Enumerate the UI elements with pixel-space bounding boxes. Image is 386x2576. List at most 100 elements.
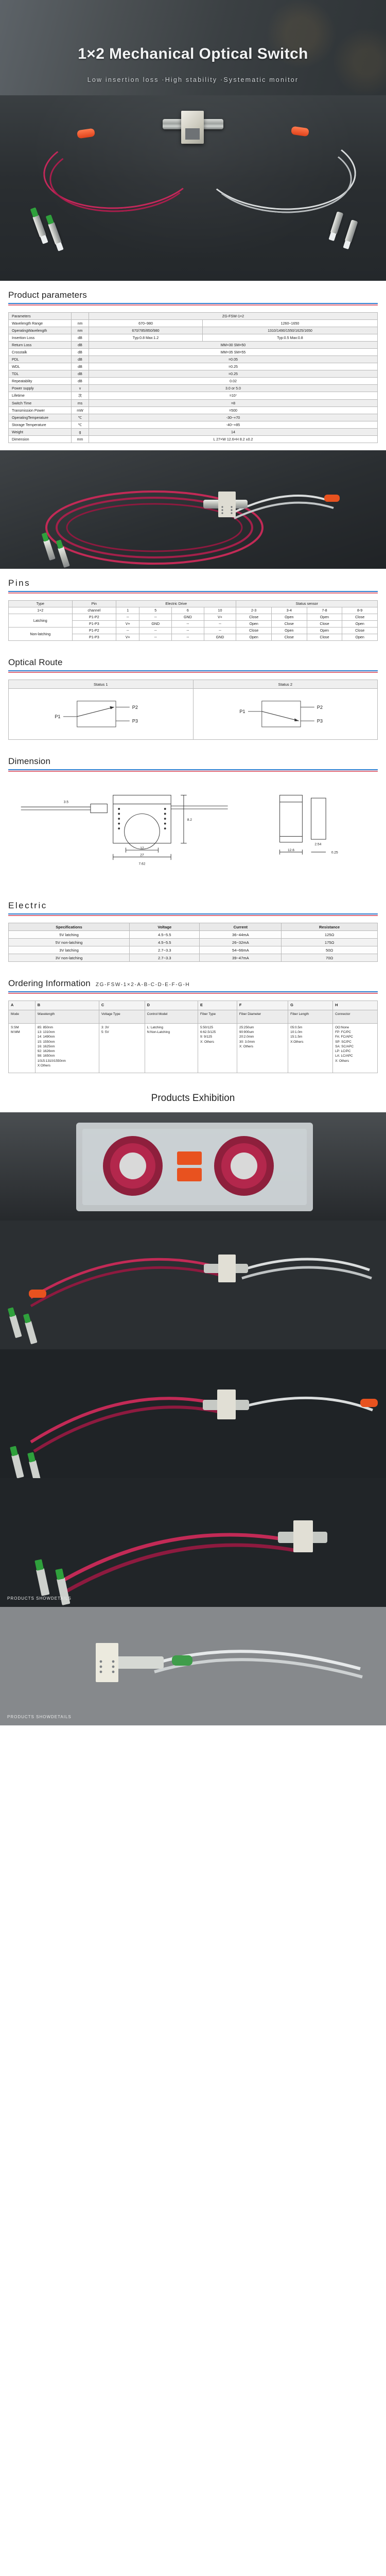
order-option: 1015:1310/1550nm <box>37 1059 66 1063</box>
param-value: -30~+70 <box>89 414 378 421</box>
param-name: Storage Temperature <box>8 421 72 429</box>
table-row: Non-latching P1-P2 -- -- -- -- Close Ope… <box>8 627 378 641</box>
route-diagram-status1: P1 P2 P3 <box>55 701 138 727</box>
pins-drive: -- <box>171 620 204 628</box>
page-title: 1×2 Mechanical Optical Switch <box>78 45 308 62</box>
route-cell-status1: P1 P2 P3 <box>8 688 194 740</box>
dimension-drawing: 27 12 8.2 12.6 0.25 7.62 2.54 3.5 <box>8 778 378 884</box>
table-row: Mode Wavelength Voltage Type Control Mod… <box>8 1009 378 1024</box>
ordering-table: A B C D E F G H Mode Wavelength Voltage … <box>8 1001 378 1073</box>
route-cell-status2: P1 P2 P3 <box>192 688 378 740</box>
section-title-products-exhibition: Products Exhibition <box>0 1081 386 1112</box>
pins-group-type: Latching <box>8 614 73 628</box>
table-header-row: Status 1 Status 2 <box>8 680 378 689</box>
table-row: 3V latching 2.7~3.3 54~66mA 50Ω <box>8 946 378 954</box>
pins-drive: -- <box>171 634 204 641</box>
param-name: Weight <box>8 428 72 436</box>
order-letter-f: F <box>236 1001 289 1010</box>
param-name: OperatingWavelength <box>8 327 72 334</box>
svg-text:3.5: 3.5 <box>64 801 69 804</box>
order-letter-b: B <box>34 1001 99 1010</box>
optical-route-section: Optical Route Status 1 Status 2 <box>0 648 386 747</box>
pins-pin: channel <box>72 607 117 614</box>
order-option: X:Others <box>37 1063 50 1067</box>
electric-section: Electric Specifications Voltage Current … <box>0 891 386 969</box>
param-value-a: Typ:0.8 Max:1.2 <box>89 334 203 342</box>
param-name: Lifetime <box>8 392 72 400</box>
order-title-mode: Mode <box>8 1009 36 1024</box>
table-row: P1-P3 V+ -- -- GND Open Close Close Open <box>9 634 378 641</box>
ordering-information-section: Ordering Information ZG-FSW-1×2-A-B-C-D-… <box>0 969 386 1081</box>
param-name: Parameters <box>8 312 72 320</box>
table-row: 5V latching 4.5~5.5 36~44mA 125Ω <box>8 930 378 939</box>
table-row: Latching P1-P2 -- -- GND V+ Close Open O… <box>8 614 378 628</box>
order-title-connector: Connector <box>332 1009 378 1024</box>
svg-text:P2: P2 <box>132 705 138 710</box>
table-header-row: Type Pin Electric Drive Status sensor <box>8 600 378 607</box>
electric-resistance: 175Ω <box>281 938 378 946</box>
param-value: ZG-FSW-1×2 <box>89 312 378 320</box>
pins-sensor: Open <box>271 614 307 621</box>
param-name: Switch Time <box>8 399 72 407</box>
pins-drive: GND <box>171 614 204 621</box>
order-title-wavelength: Wavelength <box>34 1009 99 1024</box>
param-unit: dB <box>71 363 89 370</box>
order-letter-a: A <box>8 1001 36 1010</box>
pins-drive: -- <box>203 620 237 628</box>
param-name: PDL <box>8 355 72 363</box>
electric-voltage: 2.7~3.3 <box>129 946 200 954</box>
photo-band-red-cable <box>0 450 386 569</box>
pins-sensor: Open <box>342 620 378 628</box>
optical-route-table: Status 1 Status 2 P1 P2 <box>8 680 378 740</box>
param-unit: nm <box>71 327 89 334</box>
dimension-section: Dimension <box>0 747 386 891</box>
pins-col-pin: Pin <box>72 600 117 607</box>
pins-drive: -- <box>171 627 204 634</box>
pins-table: Type Pin Electric Drive Status sensor 1×… <box>8 600 378 641</box>
param-value: MM=30 SM=50 <box>89 341 378 349</box>
pins-drive: V+ <box>116 634 140 641</box>
svg-text:12.6: 12.6 <box>288 849 294 852</box>
pins-drive: V+ <box>116 620 140 628</box>
order-option: FP: FC/PC <box>335 1030 351 1035</box>
order-title-fiber-type: Fiber Type <box>198 1009 237 1024</box>
param-unit: v <box>71 384 89 392</box>
pins-sensor: Close <box>271 620 307 628</box>
order-option: X: Others <box>335 1059 349 1063</box>
order-option: 16: 1625nm <box>37 1044 55 1048</box>
param-value-a: 670/785/850/980 <box>89 327 203 334</box>
photo-detail-2: PRODUCTS SHOWDETAILS <box>0 1606 386 1725</box>
electric-spec: 3V latching <box>8 946 130 954</box>
order-title-control-model: Control Model <box>144 1009 199 1024</box>
param-unit: ms <box>71 399 89 407</box>
pins-col-type: Type <box>8 600 73 607</box>
param-unit: ℃ <box>71 414 89 421</box>
order-option: 92: 1626nm <box>37 1049 55 1054</box>
order-option: 6:62.5/125 <box>200 1030 216 1035</box>
dimension-drawing-svg: 27 12 8.2 12.6 0.25 7.62 2.54 3.5 <box>21 794 338 866</box>
param-name: Return Loss <box>8 341 72 349</box>
pins-pin: P1-P3 <box>72 634 117 641</box>
pins-sensor: Close <box>236 627 272 634</box>
table-header-row: Specifications Voltage Current Resistanc… <box>8 923 378 931</box>
pins-drive: V+ <box>203 614 237 621</box>
electric-resistance: 70Ω <box>281 954 378 962</box>
svg-text:P1: P1 <box>239 709 245 714</box>
photo-detail-2-svg <box>0 1606 386 1725</box>
svg-text:27: 27 <box>140 853 144 857</box>
svg-text:7.62: 7.62 <box>138 862 145 866</box>
param-name: OperatingTemperature <box>8 414 72 421</box>
photo-dual-cables-svg <box>0 1220 386 1349</box>
section-rule <box>8 991 378 994</box>
order-option: 10:1.0m <box>290 1030 303 1035</box>
pins-sensor: 3-4 <box>271 607 307 614</box>
pins-sensor: 8-9 <box>342 607 378 614</box>
order-letter-e: E <box>198 1001 237 1010</box>
section-title-dimension: Dimension <box>8 756 51 766</box>
